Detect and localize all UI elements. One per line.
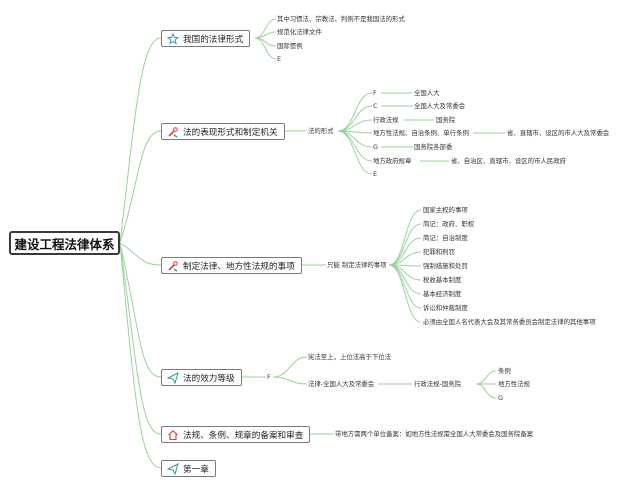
leaf-note: 国务院各部委 <box>414 143 453 151</box>
leaf-text: 行政法规-国务院 <box>414 380 462 388</box>
leaf-text: 规范化法律文件 <box>277 28 322 36</box>
leaf-text: C <box>373 102 378 110</box>
leaf-text: 强制措施和处罚 <box>423 262 468 270</box>
leaf-text: F <box>373 89 377 97</box>
topic-chapter-one[interactable]: 第一章 <box>161 460 216 477</box>
topic-label: 制定法律、地方性法规的事项 <box>183 261 295 272</box>
topic-label: 法规、条例、规章的备案和审查 <box>183 430 304 441</box>
leaf-text: 其中习惯法、宗教法、判例不是我国法的形式 <box>277 15 405 23</box>
connector-root-topic-1 <box>119 37 162 244</box>
connector-root-topic-6 <box>119 242 162 469</box>
topic-label: 我国的法律形式 <box>183 34 244 45</box>
leaf-text: 基本经济制度 <box>423 290 462 298</box>
leaf-note: 省、直辖市、设区的市人大及常委会 <box>507 129 610 137</box>
mid-node: F <box>267 373 271 381</box>
mid-node: 法的形式 <box>308 127 334 135</box>
topic-forms-and-authorities[interactable]: 法的表现形式和制定机关 <box>161 123 285 140</box>
leaf-text: 简记：自治制度 <box>423 234 468 242</box>
topic-label: 法的表现形式和制定机关 <box>183 127 278 138</box>
leaf-note: 全国人大及常委会 <box>414 102 466 110</box>
send-icon <box>167 462 179 475</box>
leaf-text: G <box>498 394 503 402</box>
leaf-text: G <box>373 143 378 151</box>
leaf-text: 行政法规 <box>373 116 399 124</box>
star-icon <box>167 32 179 45</box>
root-topic[interactable]: 建设工程法律体系 <box>9 231 120 255</box>
leaf-text: 地方性法规 <box>498 380 530 388</box>
connector-root-topic-4 <box>119 242 162 378</box>
leaf-note: 国务院 <box>436 116 456 124</box>
connector-root-topic-3 <box>119 242 162 266</box>
topic-hierarchy-of-effect[interactable]: 法的效力等级 <box>161 369 242 386</box>
leaf-text: 税收基本制度 <box>423 276 462 284</box>
mid-node: 只能 制定法律的事项 <box>327 261 387 269</box>
send-icon <box>167 371 179 384</box>
home-icon <box>167 429 179 441</box>
leaf-text: 犯罪和刑罚 <box>423 248 455 256</box>
leaf-text: 地方政府规章 <box>373 157 412 165</box>
wrench-icon <box>167 260 179 272</box>
topic-legislative-matters[interactable]: 制定法律、地方性法规的事项 <box>161 257 302 274</box>
leaf-text: 地方性法规、自治条例、单行条例 <box>373 129 469 137</box>
leaf-text: 国家主权的事项 <box>423 206 468 214</box>
topic-label: 第一章 <box>183 464 209 475</box>
leaf-text: 法律-全国人大及常委会 <box>308 380 375 388</box>
leaf-text: 简记：政府、职权 <box>423 220 475 228</box>
leaf-text: 条例 <box>498 367 511 375</box>
leaf-text: 宪法至上，上位法高于下位法 <box>308 353 392 361</box>
leaf-text: 带地方需两个单位备案：如地方性法规需全国人大常委会及国务院备案 <box>335 430 534 438</box>
leaf-note: 省、自治区、直辖市、设区的市人民政府 <box>451 157 567 165</box>
leaf-note: 全国人大 <box>414 89 440 97</box>
root-title: 建设工程法律体系 <box>14 236 115 252</box>
topic-label: 法的效力等级 <box>183 373 235 384</box>
leaf-text: E <box>373 170 378 178</box>
leaf-text: E <box>277 55 282 63</box>
connector-root-topic-5 <box>119 242 162 435</box>
leaf-text: 诉讼和仲裁制度 <box>423 304 468 312</box>
topic-legal-forms[interactable]: 我国的法律形式 <box>161 30 251 47</box>
connector-root-topic-2 <box>119 130 162 244</box>
wrench-icon <box>167 126 179 138</box>
topic-filing-and-review[interactable]: 法规、条例、规章的备案和审查 <box>161 426 311 443</box>
leaf-text: 必须由全国人名代表大会及其常务委员会制定法律的其他事项 <box>423 318 596 326</box>
leaf-text: 国际惯例 <box>277 42 303 50</box>
